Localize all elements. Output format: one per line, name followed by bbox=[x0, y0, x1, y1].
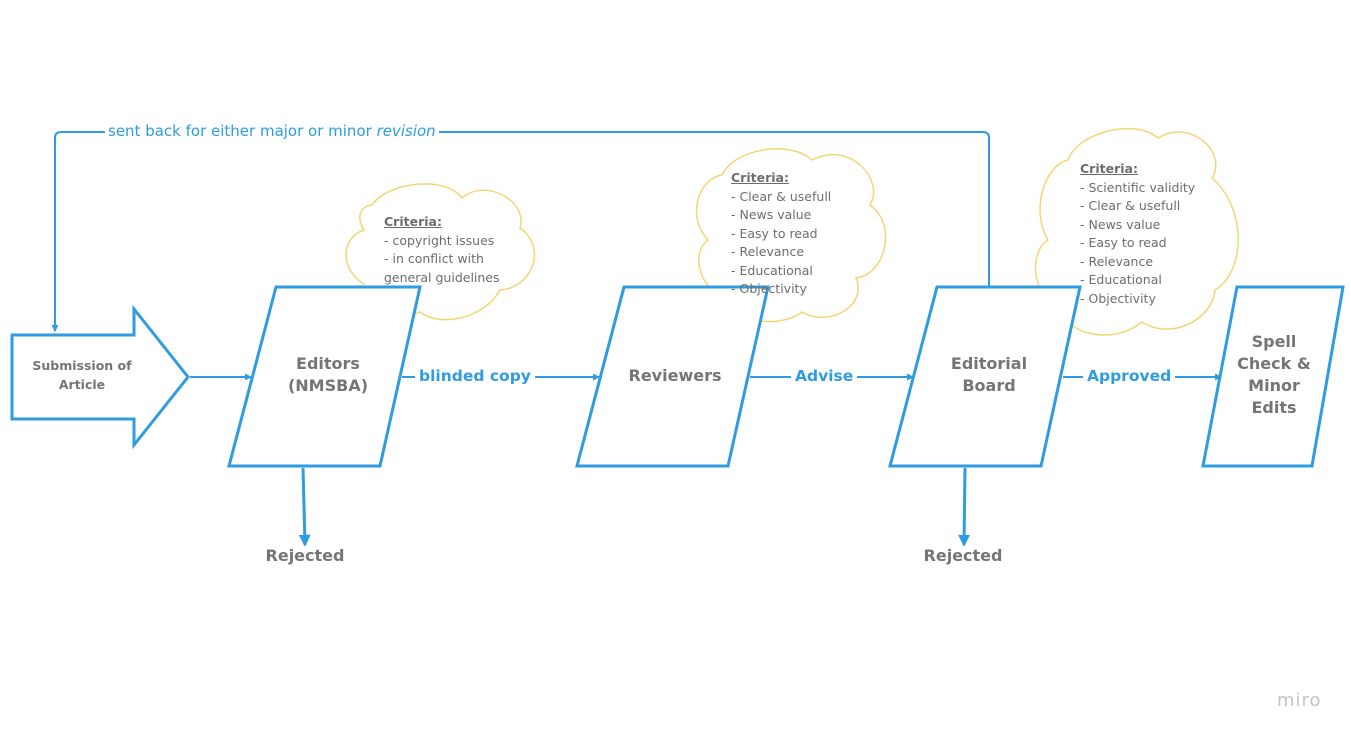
node-board-label: Editorial Board bbox=[950, 354, 1028, 395]
editors-shape[interactable] bbox=[227, 285, 422, 468]
node-spell-check-label: Spell Check & Minor Edits bbox=[1237, 332, 1311, 417]
criteria-editors-item: general guidelines bbox=[384, 269, 500, 285]
criteria-reviewers-title: Criteria: bbox=[731, 170, 789, 185]
criteria-board-item: - Scientific validity bbox=[1080, 179, 1196, 195]
edge-label-approved: Approved bbox=[1083, 366, 1176, 386]
submission-arrow-shape[interactable] bbox=[10, 304, 190, 450]
rejected-board-label: Rejected bbox=[923, 546, 1003, 565]
node-submission-label: Submission of Article bbox=[32, 358, 132, 392]
cloud-reviewers-criteria bbox=[695, 148, 887, 323]
node-reviewers-label: Reviewers bbox=[628, 366, 722, 385]
criteria-reviewers-item: - Clear & usefull bbox=[731, 188, 832, 204]
criteria-board: Criteria: - Scientific validity - Clear … bbox=[1080, 160, 1195, 308]
connector-revision-loop bbox=[51, 131, 990, 333]
loop-label: sent back for either major or minor revi… bbox=[105, 121, 439, 141]
criteria-editors-item: - in conflict with bbox=[384, 251, 484, 266]
criteria-board-item: - Relevance bbox=[1080, 253, 1154, 269]
criteria-reviewers-item: - Easy to read bbox=[731, 225, 818, 241]
connector-board-rejected bbox=[958, 467, 971, 547]
criteria-board-title: Criteria: bbox=[1080, 161, 1138, 176]
criteria-board-item: - Educational bbox=[1080, 272, 1162, 287]
spell-check-shape[interactable] bbox=[1201, 285, 1345, 468]
criteria-reviewers-item: - Objectivity bbox=[731, 281, 807, 296]
edge-label-blinded-copy: blinded copy bbox=[415, 366, 535, 386]
criteria-editors-item: - copyright issues bbox=[384, 232, 495, 248]
criteria-reviewers-item: - News value bbox=[731, 207, 812, 222]
criteria-reviewers-item: - Relevance bbox=[731, 244, 805, 259]
node-editors-label: Editors (NMSBA) bbox=[287, 354, 369, 395]
board-shape[interactable] bbox=[888, 285, 1082, 468]
loop-label-emphasis: revision bbox=[376, 122, 436, 140]
reviewers-shape[interactable] bbox=[575, 285, 770, 468]
criteria-reviewers-item: - Educational bbox=[731, 262, 813, 278]
criteria-reviewers: Criteria: - Clear & usefull - News value… bbox=[731, 169, 831, 299]
criteria-board-item: - Objectivity bbox=[1080, 290, 1156, 306]
criteria-board-item: - News value bbox=[1080, 216, 1161, 232]
criteria-editors: Criteria: - copyright issues - in confli… bbox=[384, 213, 500, 287]
criteria-board-item: - Easy to read bbox=[1080, 235, 1167, 250]
loop-label-text: sent back for either major or minor bbox=[108, 122, 372, 140]
miro-watermark: miro bbox=[1277, 690, 1322, 711]
edge-label-advise: Advise bbox=[791, 366, 858, 386]
connector-editors-rejected bbox=[298, 467, 311, 547]
rejected-editors-label: Rejected bbox=[265, 546, 345, 565]
cloud-board-criteria bbox=[1034, 127, 1239, 336]
criteria-editors-title: Criteria: bbox=[384, 214, 442, 229]
criteria-board-item: - Clear & usefull bbox=[1080, 198, 1181, 213]
